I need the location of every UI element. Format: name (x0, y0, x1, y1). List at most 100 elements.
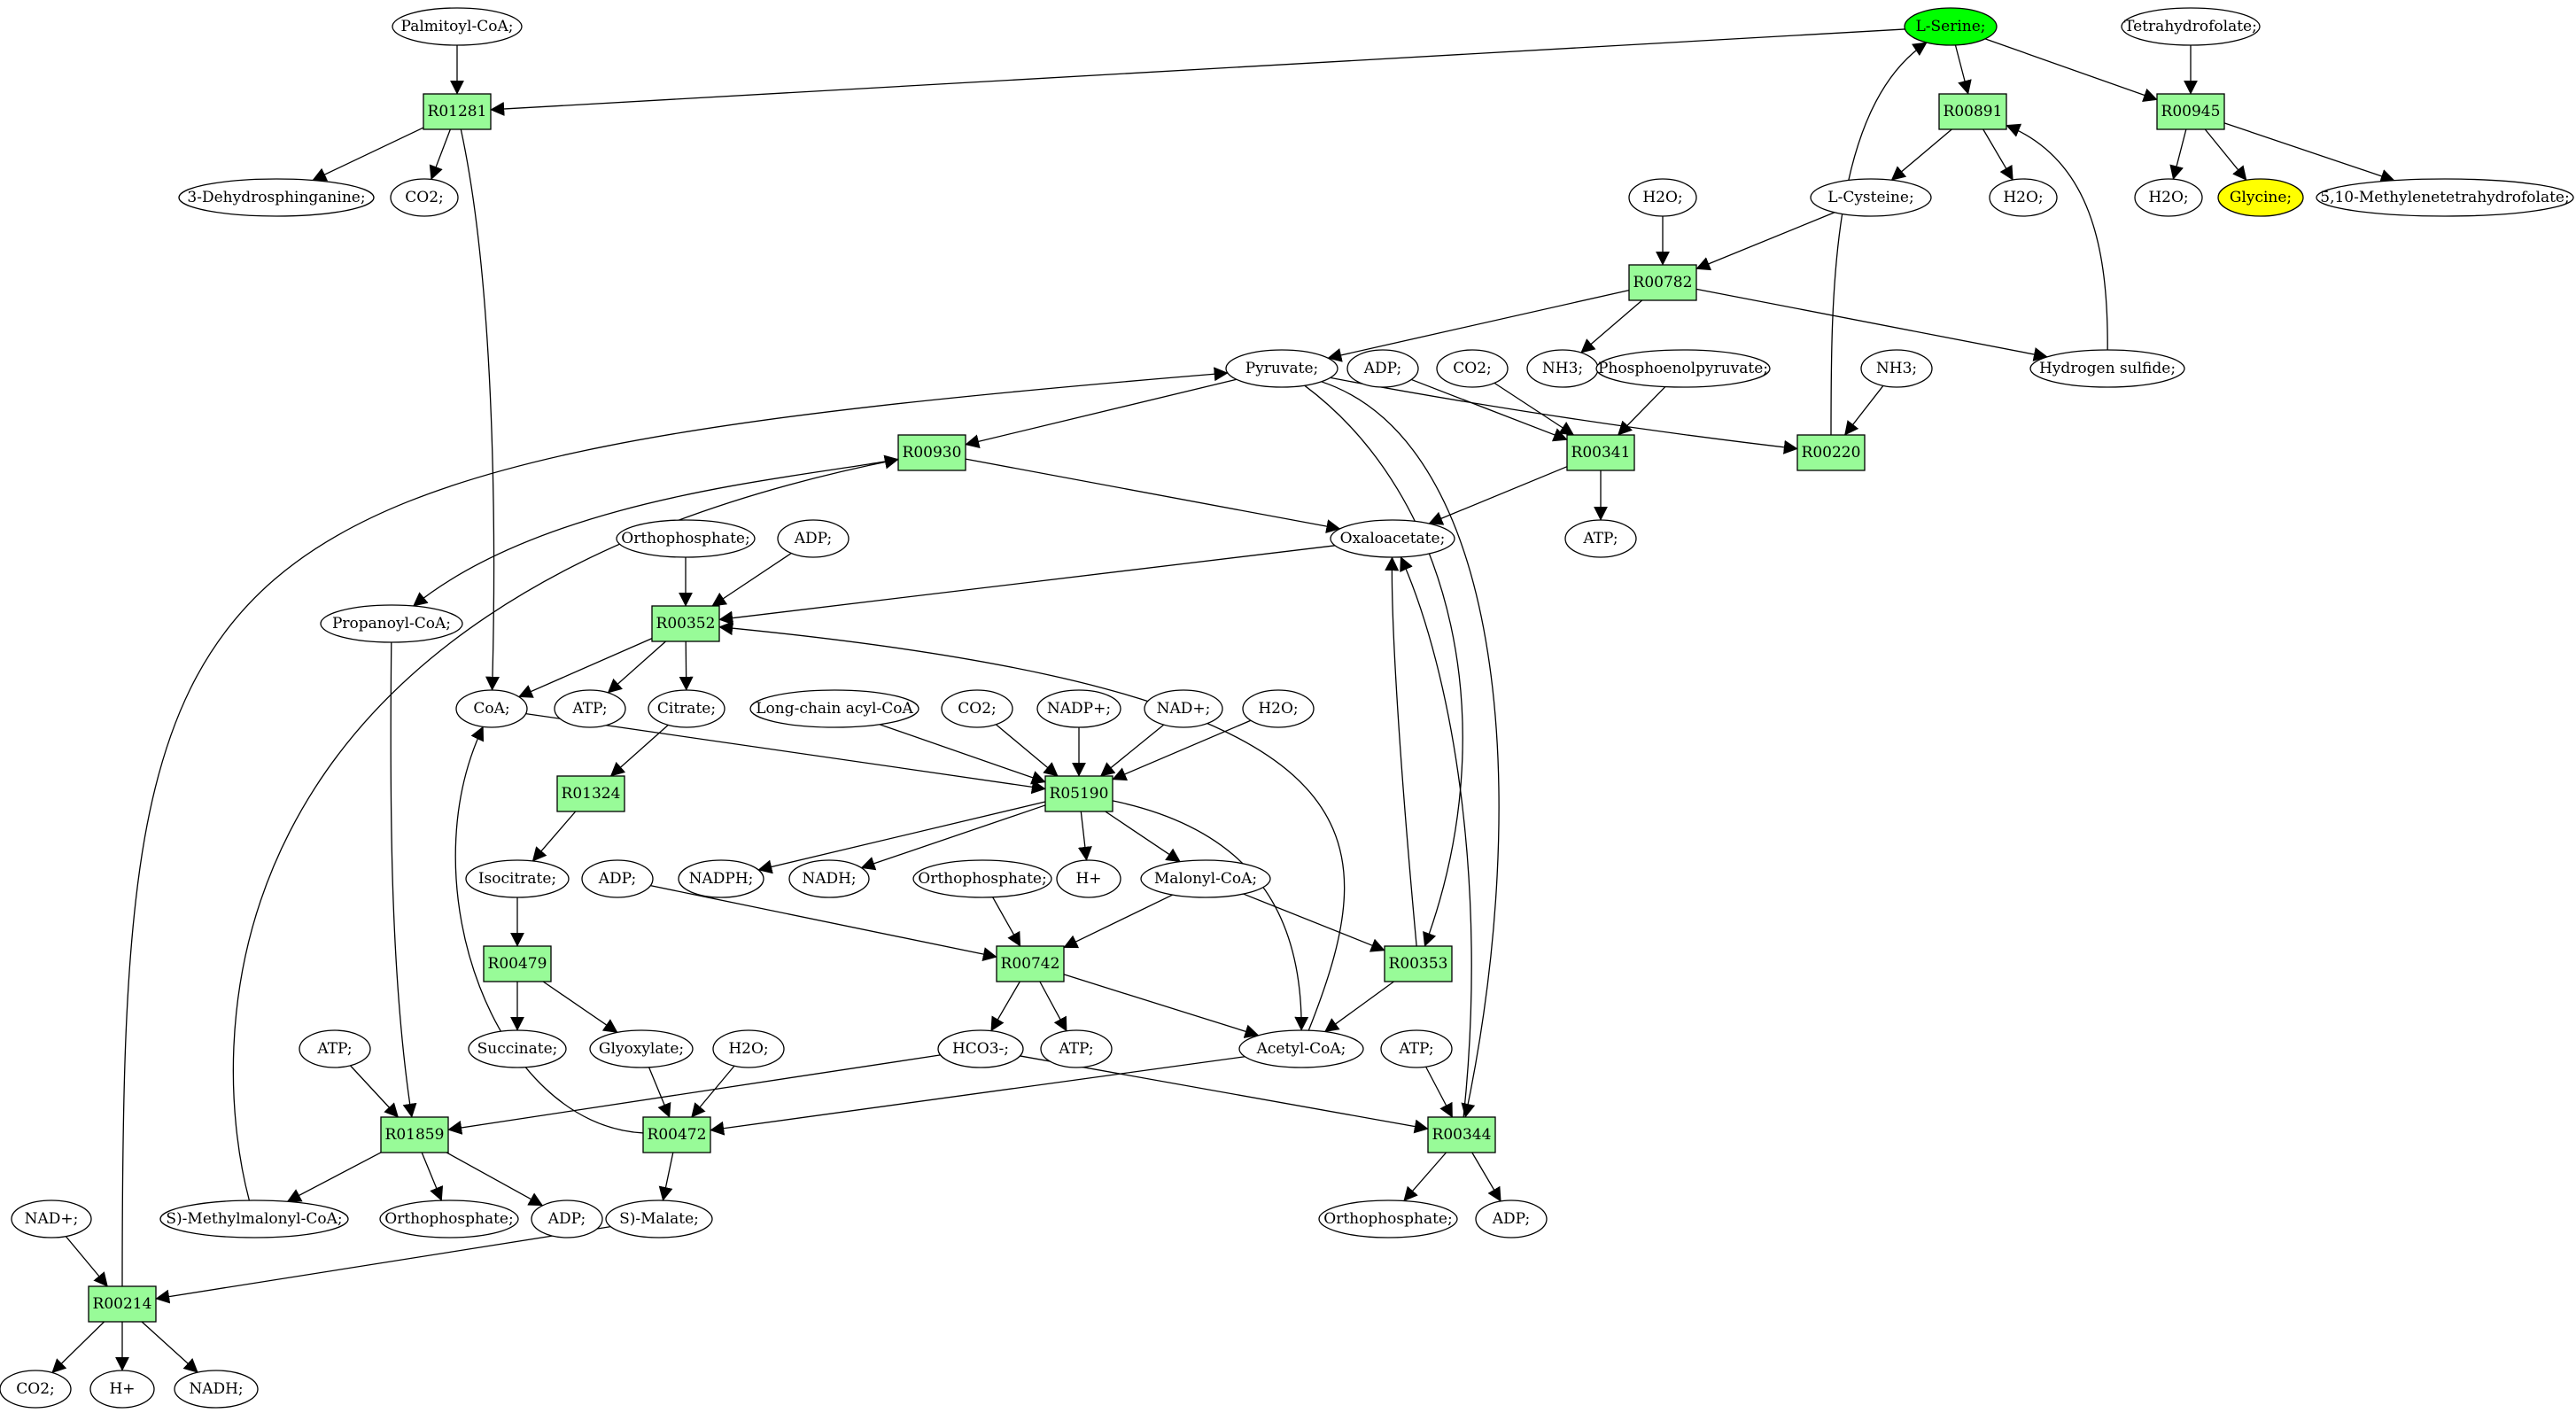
compound-node-pep[interactable]: Phosphoenolpyruvate; (1595, 349, 1771, 388)
compound-node-atp-1[interactable]: ATP; (1564, 519, 1637, 558)
compound-shape (1040, 1029, 1113, 1068)
reaction-node-r00353[interactable]: R00353 (1384, 945, 1453, 982)
compound-node-orthophosphate-1[interactable]: Orthophosphate; (616, 519, 756, 558)
reaction-node-r01859[interactable]: R01859 (380, 1116, 449, 1153)
compound-node-h2o-2[interactable]: H2O; (1989, 178, 2058, 217)
reaction-node-r00472[interactable]: R00472 (642, 1116, 711, 1153)
compound-node-orthophosphate-4[interactable]: Orthophosphate; (1318, 1199, 1458, 1238)
compound-label: Tetrahydrofolate; (2124, 18, 2257, 35)
compound-node-nad-2[interactable]: NAD+; (11, 1199, 92, 1238)
compound-node-nadh-2[interactable]: NADH; (174, 1370, 259, 1409)
compound-node-co2-4[interactable]: CO2; (0, 1370, 72, 1409)
reaction-box (423, 93, 492, 130)
compound-node-hplus-1[interactable]: H+ (1056, 859, 1121, 898)
compound-node-co2-2[interactable]: CO2; (1436, 349, 1509, 388)
compound-node-l-cysteine[interactable]: L-Cysteine; (1810, 178, 1932, 217)
edge-R00214-to-nadh_2 (141, 1321, 198, 1373)
compound-node-adp-5[interactable]: ADP; (1475, 1199, 1548, 1238)
compound-label: Propanoyl-CoA; (332, 615, 451, 633)
compound-node-co2-1[interactable]: CO2; (390, 178, 459, 217)
reaction-box (642, 1116, 711, 1153)
compound-node-malonyl-coa[interactable]: Malonyl-CoA; (1140, 859, 1271, 898)
compound-node-methylmalonyl-coa[interactable]: S)-Methylmalonyl-CoA; (159, 1199, 349, 1238)
compound-node-adp-3[interactable]: ADP; (581, 859, 654, 898)
reaction-node-r00479[interactable]: R00479 (483, 945, 552, 982)
reaction-node-r00352[interactable]: R00352 (651, 605, 720, 642)
compound-node-adp-4[interactable]: ADP; (531, 1199, 603, 1238)
compound-node-atp-2[interactable]: ATP; (554, 689, 626, 728)
compound-label: ADP; (547, 1210, 586, 1228)
compound-node-hco3[interactable]: HCO3-; (937, 1029, 1024, 1068)
compound-node-h2o-3[interactable]: H2O; (2134, 178, 2203, 217)
compound-node-isocitrate[interactable]: Isocitrate; (465, 859, 570, 898)
edge-R00214-to-co2_4 (51, 1321, 105, 1374)
reaction-node-r00930[interactable]: R00930 (897, 434, 966, 471)
compound-node-lc-acyl-coa[interactable]: Long-chain acyl-CoA (749, 689, 919, 728)
compound-node-orthophosphate-2[interactable]: Orthophosphate; (912, 859, 1052, 898)
reaction-box (996, 945, 1065, 982)
edge-malonyl_coa-to-R00353 (1243, 893, 1385, 952)
compound-node-s-malate[interactable]: S)-Malate; (605, 1199, 713, 1238)
nodes: Palmitoyl-CoA; L-Serine; Tetrahydrofolate;… (0, 7, 2574, 1409)
compound-shape (605, 1199, 713, 1238)
compound-node-glycine[interactable]: Glycine; (2217, 178, 2304, 217)
compound-node-palmitoyl-coa[interactable]: Palmitoyl-CoA; (392, 7, 523, 46)
compound-node-glyoxylate[interactable]: Glyoxylate; (589, 1029, 694, 1068)
compound-node-pyruvate[interactable]: Pyruvate; (1225, 349, 1338, 388)
compound-label: ATP; (1582, 530, 1618, 547)
compound-node-nadph[interactable]: NADPH; (678, 859, 764, 898)
reaction-node-r00220[interactable]: R00220 (1796, 434, 1866, 471)
compound-node-h2o-1[interactable]: H2O; (1628, 178, 1697, 217)
reaction-node-r00945[interactable]: R00945 (2156, 93, 2225, 130)
reaction-label: R05190 (1050, 785, 1109, 803)
compound-node-h2o-4[interactable]: H2O; (1242, 689, 1315, 728)
reaction-node-r01324[interactable]: R01324 (556, 775, 625, 812)
compound-label: NAD+; (25, 1210, 79, 1228)
edge-atp_4-to-R00344 (1425, 1066, 1454, 1118)
reaction-node-r05190[interactable]: R05190 (1044, 775, 1113, 812)
compound-node-nad-1[interactable]: NAD+; (1144, 689, 1223, 728)
edge-R00352-to-atp_2 (607, 641, 666, 694)
compound-node-atp-3[interactable]: ATP; (1040, 1029, 1113, 1068)
compound-node-nadp[interactable]: NADP+; (1036, 689, 1121, 728)
compound-shape (1810, 178, 1932, 217)
compound-node-dehydrosphinganine[interactable]: 3-Dehydrosphinganine; (178, 178, 375, 217)
compound-node-thf[interactable]: Tetrahydrofolate; (2121, 7, 2261, 46)
compound-label: Pyruvate; (1245, 360, 1318, 377)
reaction-box (1796, 434, 1866, 471)
compound-label: Long-chain acyl-CoA (756, 700, 913, 718)
compound-node-nh3-1[interactable]: NH3; (1526, 349, 1599, 388)
reaction-node-r00344[interactable]: R00344 (1427, 1116, 1496, 1153)
compound-node-adp-1[interactable]: ADP; (1346, 349, 1419, 388)
reaction-node-r00214[interactable]: R00214 (88, 1285, 157, 1323)
reaction-node-r00891[interactable]: R00891 (1938, 93, 2007, 130)
compound-node-h2o-5[interactable]: H2O; (712, 1029, 785, 1068)
compound-shape (589, 1029, 694, 1068)
compound-node-methylene-thf[interactable]: 5,10-Methylenetetrahydrofolate; (2316, 178, 2574, 217)
compound-label: Citrate; (657, 700, 716, 718)
compound-shape (1238, 1029, 1364, 1068)
compound-node-succinate[interactable]: Succinate; (468, 1029, 567, 1068)
compound-node-orthophosphate-3[interactable]: Orthophosphate; (379, 1199, 519, 1238)
compound-node-adp-2[interactable]: ADP; (777, 519, 850, 558)
compound-node-nh3-2[interactable]: NH3; (1860, 349, 1933, 388)
reaction-node-r01281[interactable]: R01281 (423, 93, 492, 130)
compound-node-atp-4[interactable]: ATP; (1380, 1029, 1453, 1068)
reaction-node-r00341[interactable]: R00341 (1566, 434, 1635, 471)
reaction-node-r00742[interactable]: R00742 (996, 945, 1065, 982)
compound-label: Isocitrate; (478, 870, 556, 888)
compound-node-hplus-2[interactable]: H+ (89, 1370, 155, 1409)
compound-node-h2s[interactable]: Hydrogen sulfide; (2029, 349, 2185, 388)
compound-node-coa[interactable]: CoA; (455, 689, 528, 728)
compound-node-oxaloacetate[interactable]: Oxaloacetate; (1330, 519, 1455, 558)
compound-node-propanoyl-coa[interactable]: Propanoyl-CoA; (320, 604, 463, 643)
compound-node-nadh-1[interactable]: NADH; (788, 859, 870, 898)
compound-node-l-serine[interactable]: L-Serine; (1904, 7, 1998, 46)
compound-node-acetyl-coa[interactable]: Acetyl-CoA; (1238, 1029, 1364, 1068)
compound-node-atp-5[interactable]: ATP; (299, 1029, 371, 1068)
compound-label: ATP; (1398, 1040, 1433, 1058)
reaction-node-r00782[interactable]: R00782 (1628, 264, 1697, 301)
reaction-label: R00214 (93, 1295, 152, 1313)
compound-node-citrate[interactable]: Citrate; (648, 689, 725, 728)
compound-node-co2-3[interactable]: CO2; (941, 689, 1013, 728)
